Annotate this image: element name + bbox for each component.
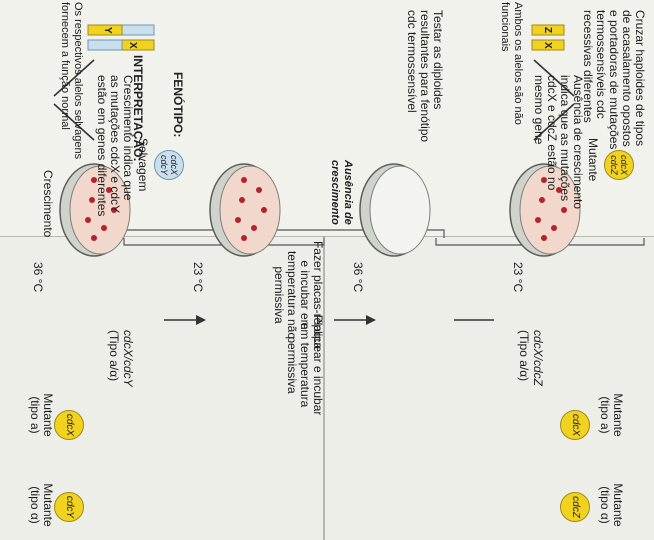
exp2-interp-2: indica que as mutações (558, 75, 571, 209)
cross-instruction: Cruzar haploides de tipos de acasalament… (581, 10, 646, 220)
cross-line-4: termossensíveis cdc (594, 10, 607, 220)
exp1-pheno-top: cdcX (169, 155, 179, 175)
exp1-mating-a: (tipo a) (28, 380, 41, 450)
exp1-mating-alpha: (tipo α) (28, 470, 41, 540)
exp1-note-2: fornecem a função normal (58, 2, 71, 159)
exp1-cell-b-text: cdcY (64, 496, 74, 518)
exp1-cell-a-text: cdcX (64, 414, 74, 436)
exp2-cell-a-text: cdcX (570, 414, 580, 436)
exp1-note-1: Os respectivos alelos selvagens (71, 2, 84, 159)
exp1-diploid: cdcX/cdcY (121, 330, 134, 387)
exp2-no-growth-1: Ausência de (341, 160, 354, 225)
exp2-no-growth-label: Ausência de crescimento (328, 160, 354, 225)
exp1-mutant-b-label: Mutante (tipo α) (28, 470, 54, 540)
exp2-cell-b-text: cdcZ (570, 496, 580, 518)
cross-line-1: Cruzar haploides de tipos (633, 10, 646, 220)
arrowhead-exp1-replica (366, 315, 376, 325)
exp1-diploid-type: (Tipo a/α) (107, 330, 120, 381)
exp2-temp-36: 36 °C (351, 262, 364, 292)
exp1-chrom-label-2: X (126, 42, 139, 49)
test-line-1: Testar as diploides (431, 10, 444, 220)
exp1-phenotype-cell: cdcX cdcY (154, 150, 184, 180)
exp1-growth-label: Crescimento (41, 170, 54, 237)
exp1-pheno-bottom: cdcY (159, 155, 169, 175)
phenotype-heading: FENÓTIPO: (171, 72, 184, 137)
exp1-mutant-a-label: Mutante (tipo a) (28, 380, 54, 450)
arrowhead-exp1-down (196, 315, 206, 325)
exp2-diploid: cdcX/cdcZ (531, 330, 544, 386)
exp2-note-2: funcionais (498, 2, 511, 125)
plate-exp1-23c (210, 164, 280, 256)
exp2-chrom-label-1: Z (541, 27, 554, 33)
exp2-interpretation: Ausência de crescimento indica que as mu… (532, 75, 584, 209)
replica-2: e incubar em (298, 230, 311, 360)
exp1-chrom-label-1: Y (101, 27, 114, 34)
replica-4: permissiva (272, 230, 285, 360)
replica-1: Fazer placas-réplica (311, 230, 324, 360)
exp1-temp-23: 23 °C (191, 262, 204, 292)
exp1-interp-1: Crescimento indica que (121, 75, 134, 216)
exp2-interp-1: Ausência de crescimento (571, 75, 584, 209)
exp1-bottom-note: Os respectivos alelos selvagens fornecem… (58, 2, 84, 159)
exp2-no-growth-2: crescimento (328, 160, 341, 225)
exp2-temp-23: 23 °C (511, 262, 524, 292)
exp2-pheno-bottom: cdcZ (609, 155, 619, 175)
exp2-phenotype-cell: cdcX cdcZ (604, 150, 634, 180)
exp2-interp-3: cdcX e cdcZ estão no (545, 75, 558, 209)
exp2-mutant-b-word: Mutante (611, 470, 624, 540)
exp2-cell-a: cdcX (560, 410, 590, 440)
replica-3: temperatura não (285, 230, 298, 360)
cross-line-3: e portadoras de mutações (607, 10, 620, 220)
exp2-cell-b: cdcZ (560, 492, 590, 522)
exp1-cell-b: cdcY (54, 492, 84, 522)
exp2-diploid-type: (Tipo a/α) (517, 330, 530, 381)
exp1-temp-36: 36 °C (31, 262, 44, 292)
exp2-pheno-top: cdcX (619, 155, 629, 175)
exp1-interp-3: estão em genes diferentes (95, 75, 108, 216)
exp2-mating-a: (tipo a) (598, 380, 611, 450)
exp1-phenotype-word: Selvagem (136, 138, 149, 191)
exp2-mating-alpha: (tipo α) (598, 470, 611, 540)
chromosomes-exp1 (88, 25, 154, 50)
exp2-phenotype-word: Mutante (586, 138, 599, 181)
replica-instruction: Fazer placas-réplica e incubar em temper… (272, 230, 324, 360)
exp2-mutant-a-label: Mutante (tipo a) (598, 380, 624, 450)
exp2-note-1: Ambos os alelos são não (511, 2, 524, 125)
cross-line-2: de acasalamento opostos (620, 10, 633, 220)
exp1-interpretation: Crescimento indica que as mutações cdcX … (95, 75, 134, 216)
exp2-mutant-b-label: Mutante (tipo α) (598, 470, 624, 540)
exp1-cell-a: cdcX (54, 410, 84, 440)
test-line-2: resultantes para fenótipo (418, 10, 431, 220)
exp2-chrom-label-2: X (541, 42, 554, 49)
test-instruction: Testar as diploides resultantes para fen… (405, 10, 444, 220)
exp1-interp-2: as mutações cdcX e cdcY (108, 75, 121, 216)
exp2-bottom-note: Ambos os alelos são não funcionais (498, 2, 524, 125)
test-line-3: cdc termossensível (405, 10, 418, 220)
exp1-mutant-a-word: Mutante (41, 380, 54, 450)
exp2-interp-4: mesmo gene (532, 75, 545, 209)
exp2-mutant-a-word: Mutante (611, 380, 624, 450)
exp1-mutant-b-word: Mutante (41, 470, 54, 540)
